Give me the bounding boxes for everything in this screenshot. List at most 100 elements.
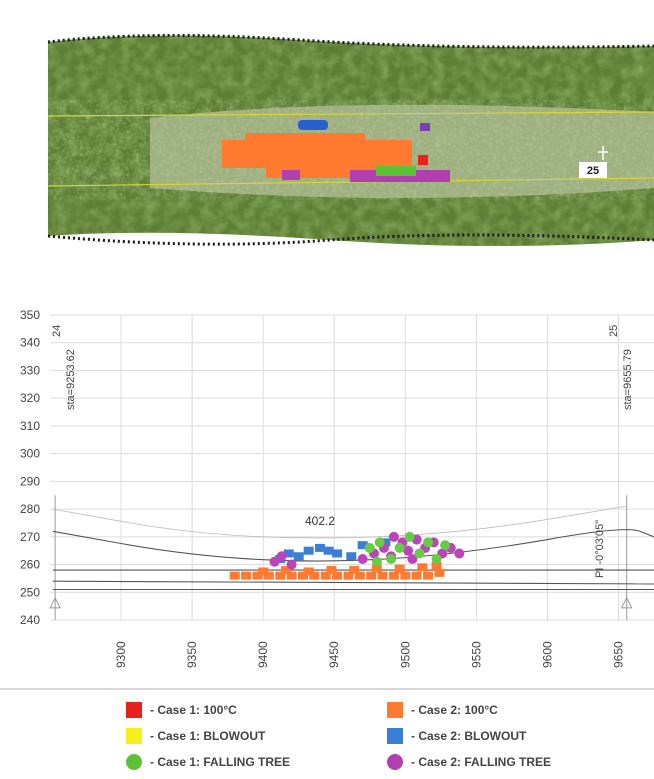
legend: - Case 1: 100°C - Case 2: 100°C - Case 1: … [0,695,654,779]
legend-swatch-icon [126,728,142,744]
tower-left-number: 24 [51,325,63,337]
y-tick-label: 340 [20,336,40,350]
fault-point [403,545,414,556]
fault-point [323,546,334,555]
aerial-fault-markers [222,120,450,182]
fault-point [346,552,357,561]
fault-point [388,571,399,580]
legend-swatch-icon [387,754,403,770]
fault-point [394,542,405,553]
fault-point [400,571,411,580]
x-tick-label: 9650 [611,641,625,668]
fault-point [357,554,368,564]
legend-label: - Case 2: FALLING TREE [411,755,552,769]
tower-right-station: sta=9655.79 [622,349,634,410]
legend-item: - Case 1: BLOWOUT [126,728,265,744]
fault-point [303,546,314,555]
fault-point [229,571,240,580]
fault-point [332,571,343,580]
tower-right-annotation: 25 sta=9655.79 [608,325,634,410]
legend-label: - Case 1: 100°C [150,703,237,717]
legend-separator [0,688,654,690]
sag-length-label: 402.2 [305,514,335,528]
legend-item: - Case 2: BLOWOUT [387,728,526,744]
fault-point [417,563,428,572]
y-tick-label: 280 [20,502,40,516]
x-tick-label: 9500 [398,641,412,668]
y-tick-label: 270 [20,530,40,544]
fault-point [431,561,442,570]
tower-number-label: 25 [587,165,599,177]
y-tick-label: 320 [20,391,40,405]
fault-point [354,571,365,580]
tower-base-icon [620,596,633,609]
fault-point [276,551,287,562]
fault-point [286,571,297,580]
x-tick-label: 9350 [185,641,199,668]
fault-point [386,554,397,564]
x-tick-label: 9550 [469,641,483,668]
fault-point [275,571,286,580]
legend-item: - Case 1: 100°C [126,702,237,718]
legend-label: - Case 2: BLOWOUT [411,729,527,743]
fault-point [364,542,375,553]
fault-point [440,540,451,551]
y-tick-label: 350 [20,308,40,322]
fault-point [357,541,368,550]
fault-point [241,571,252,580]
fault-point [343,571,354,580]
tower-base-icon [49,596,61,609]
fault-point [258,567,269,576]
fault-point [371,556,382,567]
fault-point [320,571,331,580]
fault-point [431,554,442,564]
legend-swatch-icon [387,728,403,744]
fault-point [366,571,377,580]
x-tick-label: 9300 [114,641,128,668]
legend-label: - Case 2: 100°C [411,703,498,717]
conductor-lower [52,505,626,539]
fault-point [407,554,418,564]
fault-point [404,531,415,542]
aerial-point-cloud-view: 25 [47,33,654,246]
fault-point [377,571,388,580]
fault-point [349,566,360,575]
fault-point [380,538,391,547]
x-tick-label: 9400 [256,641,270,668]
fault-point [454,548,465,559]
fault-point [326,566,337,575]
y-tick-label: 260 [20,558,40,572]
fault-point [434,568,445,577]
fault-point [309,571,320,580]
fault-point [411,571,422,580]
fault-point [303,567,314,576]
fault-point [423,537,434,548]
y-tick-label: 250 [20,585,40,599]
fault-point [371,564,382,573]
fault-point [252,571,263,580]
tower-left-annotation: 24 sta=9253.62 [51,325,77,410]
fault-point [423,571,434,580]
fault-point [280,566,291,575]
fault-point [315,543,326,552]
fault-point [283,549,294,558]
legend-item: - Case 1: FALLING TREE [126,754,290,770]
tower-right-number: 25 [608,325,620,337]
fault-point [297,571,308,580]
x-tick-label: 9600 [540,641,554,668]
fault-point [263,571,274,580]
fault-point [374,537,385,548]
y-tick-label: 290 [20,474,40,488]
fault-point [269,556,280,567]
ground-line-3 [52,580,654,585]
y-tick-label: 330 [20,363,40,377]
legend-item: - Case 2: FALLING TREE [387,754,551,770]
fault-point [414,548,425,559]
y-tick-label: 300 [20,447,40,461]
fault-point [332,549,343,558]
legend-label: - Case 1: BLOWOUT [150,729,266,743]
tower-25-marker: 25 [579,146,608,178]
